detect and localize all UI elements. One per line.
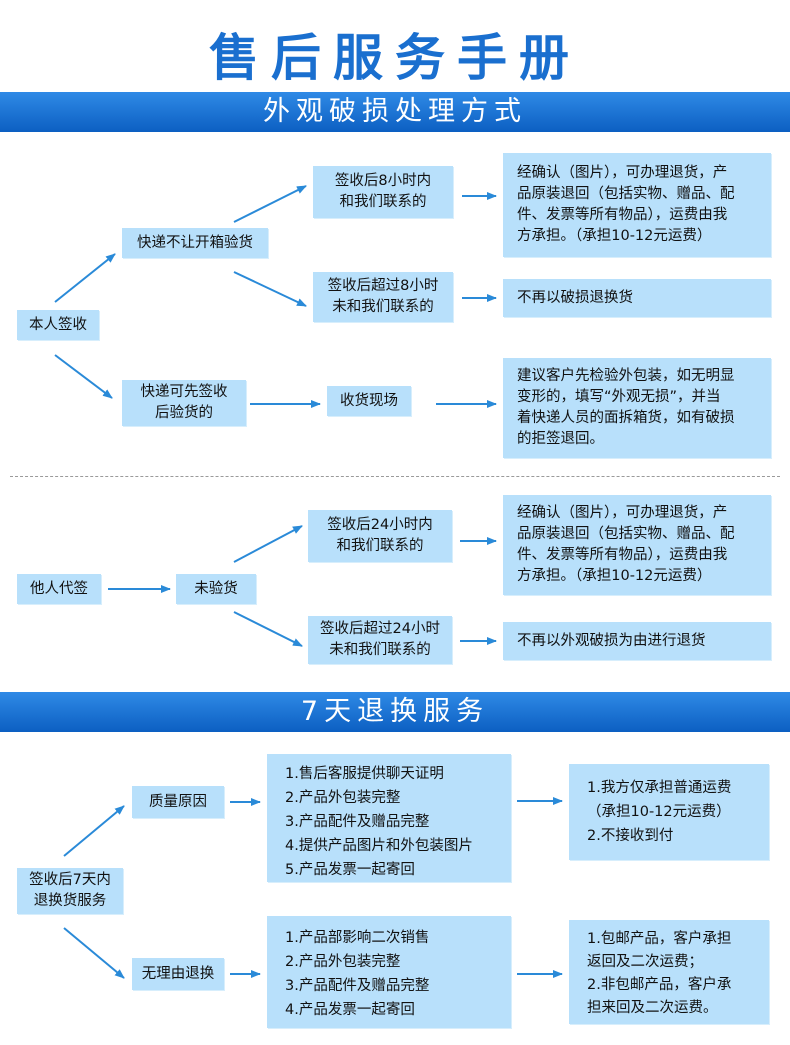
no-exchange-label: 不再以破损退换货 bbox=[517, 289, 633, 306]
quality-result-box: 1.我方仅承担普通运费 （承担10-12元运费） 2.不接收到付 bbox=[569, 764, 769, 860]
confirm-refund2-line: 方承担。（承担10-12元运费） bbox=[517, 568, 712, 584]
advice-line: 变形的，填写“外观无损”，并当 bbox=[517, 389, 721, 405]
quality-req-item: 3.产品配件及赠品完整 bbox=[285, 814, 430, 830]
within-7d-line: 退换货服务 bbox=[33, 893, 107, 909]
over-8h-box: 签收后超过8小时 未和我们联系的 bbox=[313, 272, 453, 322]
courier-sign-first-box: 快递可先签收 后验货的 bbox=[122, 380, 246, 426]
not-inspected-label: 未验货 bbox=[194, 580, 238, 597]
over-24h-line: 未和我们联系的 bbox=[329, 642, 431, 658]
quality-requirements-box: 1.售后客服提供聊天证明 2.产品外包装完整 3.产品配件及赠品完整 4.提供产… bbox=[267, 754, 511, 882]
onsite-label: 收货现场 bbox=[340, 392, 398, 409]
proxy-sign-label: 他人代签 bbox=[30, 580, 88, 597]
advice-line: 建议客户先检验外包装，如无明显 bbox=[517, 368, 735, 384]
no-reason-req-item: 1.产品部影响二次销售 bbox=[285, 930, 430, 946]
section-header-appearance-damage: 外观破损处理方式 bbox=[0, 92, 790, 132]
no-reason-box: 无理由退换 bbox=[132, 958, 224, 990]
advice-box: 建议客户先检验外包装，如无明显 变形的，填写“外观无损”，并当 着快递人员的面拆… bbox=[503, 358, 771, 458]
within-7d-box: 签收后7天内 退换货服务 bbox=[17, 868, 123, 914]
no-return-appearance-label: 不再以外观破损为由进行退货 bbox=[517, 632, 706, 649]
advice-line: 着快递人员的面拆箱货，如有破损 bbox=[517, 410, 735, 426]
no-reason-requirements-box: 1.产品部影响二次销售 2.产品外包装完整 3.产品配件及赠品完整 4.产品发票… bbox=[267, 916, 511, 1028]
advice-line: 的拒签退回。 bbox=[517, 431, 604, 447]
confirm-refund-box: 经确认（图片），可办理退货，产 品原装退回（包括实物、赠品、配 件、发票等所有物… bbox=[503, 153, 771, 257]
onsite-box: 收货现场 bbox=[327, 386, 411, 416]
no-reason-result-box: 1.包邮产品，客户承担 返回及二次运费； 2.非包邮产品，客户承 担来回及二次运… bbox=[569, 920, 769, 1024]
confirm-refund2-line: 件、发票等所有物品），运费由我 bbox=[517, 547, 728, 563]
proxy-sign-box: 他人代签 bbox=[17, 574, 101, 604]
within-24h-box: 签收后24小时内 和我们联系的 bbox=[308, 510, 452, 562]
arrow bbox=[54, 253, 116, 303]
courier-sign-first-line: 后验货的 bbox=[155, 405, 213, 421]
over-24h-box: 签收后超过24小时 未和我们联系的 bbox=[308, 616, 452, 664]
over-8h-line: 签收后超过8小时 bbox=[327, 278, 439, 294]
section-divider bbox=[10, 476, 780, 477]
arrow bbox=[233, 271, 307, 307]
over-24h-line: 签收后超过24小时 bbox=[320, 621, 440, 637]
no-reason-req-item: 4.产品发票一起寄回 bbox=[285, 1002, 415, 1018]
confirm-refund-line: 品原装退回（包括实物、赠品、配 bbox=[517, 186, 735, 202]
within-24h-line: 和我们联系的 bbox=[336, 538, 424, 554]
within-8h-line: 签收后8小时内 bbox=[334, 173, 432, 189]
no-exchange-box: 不再以破损退换货 bbox=[503, 279, 771, 317]
quality-label: 质量原因 bbox=[149, 793, 207, 810]
quality-req-item: 1.售后客服提供聊天证明 bbox=[285, 766, 444, 782]
self-sign-box: 本人签收 bbox=[17, 310, 99, 340]
courier-no-open-label: 快递不让开箱验货 bbox=[137, 234, 253, 251]
section-header-7day: 7天退换服务 bbox=[0, 692, 790, 732]
courier-no-open-box: 快递不让开箱验货 bbox=[122, 228, 268, 258]
within-8h-box: 签收后8小时内 和我们联系的 bbox=[313, 166, 453, 218]
within-7d-line: 签收后7天内 bbox=[29, 872, 111, 888]
page-title: 售后服务手册 bbox=[209, 29, 581, 87]
arrow bbox=[233, 185, 307, 223]
self-sign-label: 本人签收 bbox=[29, 316, 87, 333]
arrow bbox=[233, 611, 303, 647]
no-reason-result-item: 1.包邮产品，客户承担 bbox=[587, 931, 732, 947]
arrow bbox=[54, 354, 113, 399]
no-return-appearance-box: 不再以外观破损为由进行退货 bbox=[503, 622, 771, 660]
confirm-refund-line: 方承担。（承担10-12元运费） bbox=[517, 228, 712, 244]
over-8h-line: 未和我们联系的 bbox=[332, 299, 434, 315]
confirm-refund2-line: 品原装退回（包括实物、赠品、配 bbox=[517, 526, 735, 542]
quality-result-item: 2.不接收到付 bbox=[587, 828, 674, 844]
arrow bbox=[63, 805, 125, 857]
not-inspected-box: 未验货 bbox=[176, 574, 256, 604]
quality-box: 质量原因 bbox=[132, 786, 224, 818]
arrow bbox=[233, 525, 303, 563]
no-reason-req-item: 3.产品配件及赠品完整 bbox=[285, 978, 430, 994]
no-reason-result-item: 返回及二次运费； bbox=[587, 954, 703, 970]
confirm-refund2-line: 经确认（图片），可办理退货，产 bbox=[517, 505, 728, 521]
courier-sign-first-line: 快递可先签收 bbox=[140, 384, 228, 400]
within-8h-line: 和我们联系的 bbox=[339, 194, 427, 210]
confirm-refund-line: 经确认（图片），可办理退货，产 bbox=[517, 165, 728, 181]
confirm-refund2-box: 经确认（图片），可办理退货，产 品原装退回（包括实物、赠品、配 件、发票等所有物… bbox=[503, 495, 771, 595]
confirm-refund-line: 件、发票等所有物品），运费由我 bbox=[517, 207, 728, 223]
no-reason-result-item: 2.非包邮产品，客户承 bbox=[587, 977, 732, 993]
within-24h-line: 签收后24小时内 bbox=[327, 517, 433, 533]
quality-req-item: 5.产品发票一起寄回 bbox=[285, 862, 415, 878]
quality-req-item: 2.产品外包装完整 bbox=[285, 790, 401, 806]
no-reason-label: 无理由退换 bbox=[141, 965, 215, 982]
no-reason-result-item: 担来回及二次运费。 bbox=[587, 1000, 718, 1016]
quality-result-item: （承担10-12元运费） bbox=[587, 804, 731, 820]
no-reason-req-item: 2.产品外包装完整 bbox=[285, 954, 401, 970]
arrow bbox=[63, 927, 125, 979]
quality-req-item: 4.提供产品图片和外包装图片 bbox=[285, 838, 473, 854]
quality-result-item: 1.我方仅承担普通运费 bbox=[587, 780, 732, 796]
